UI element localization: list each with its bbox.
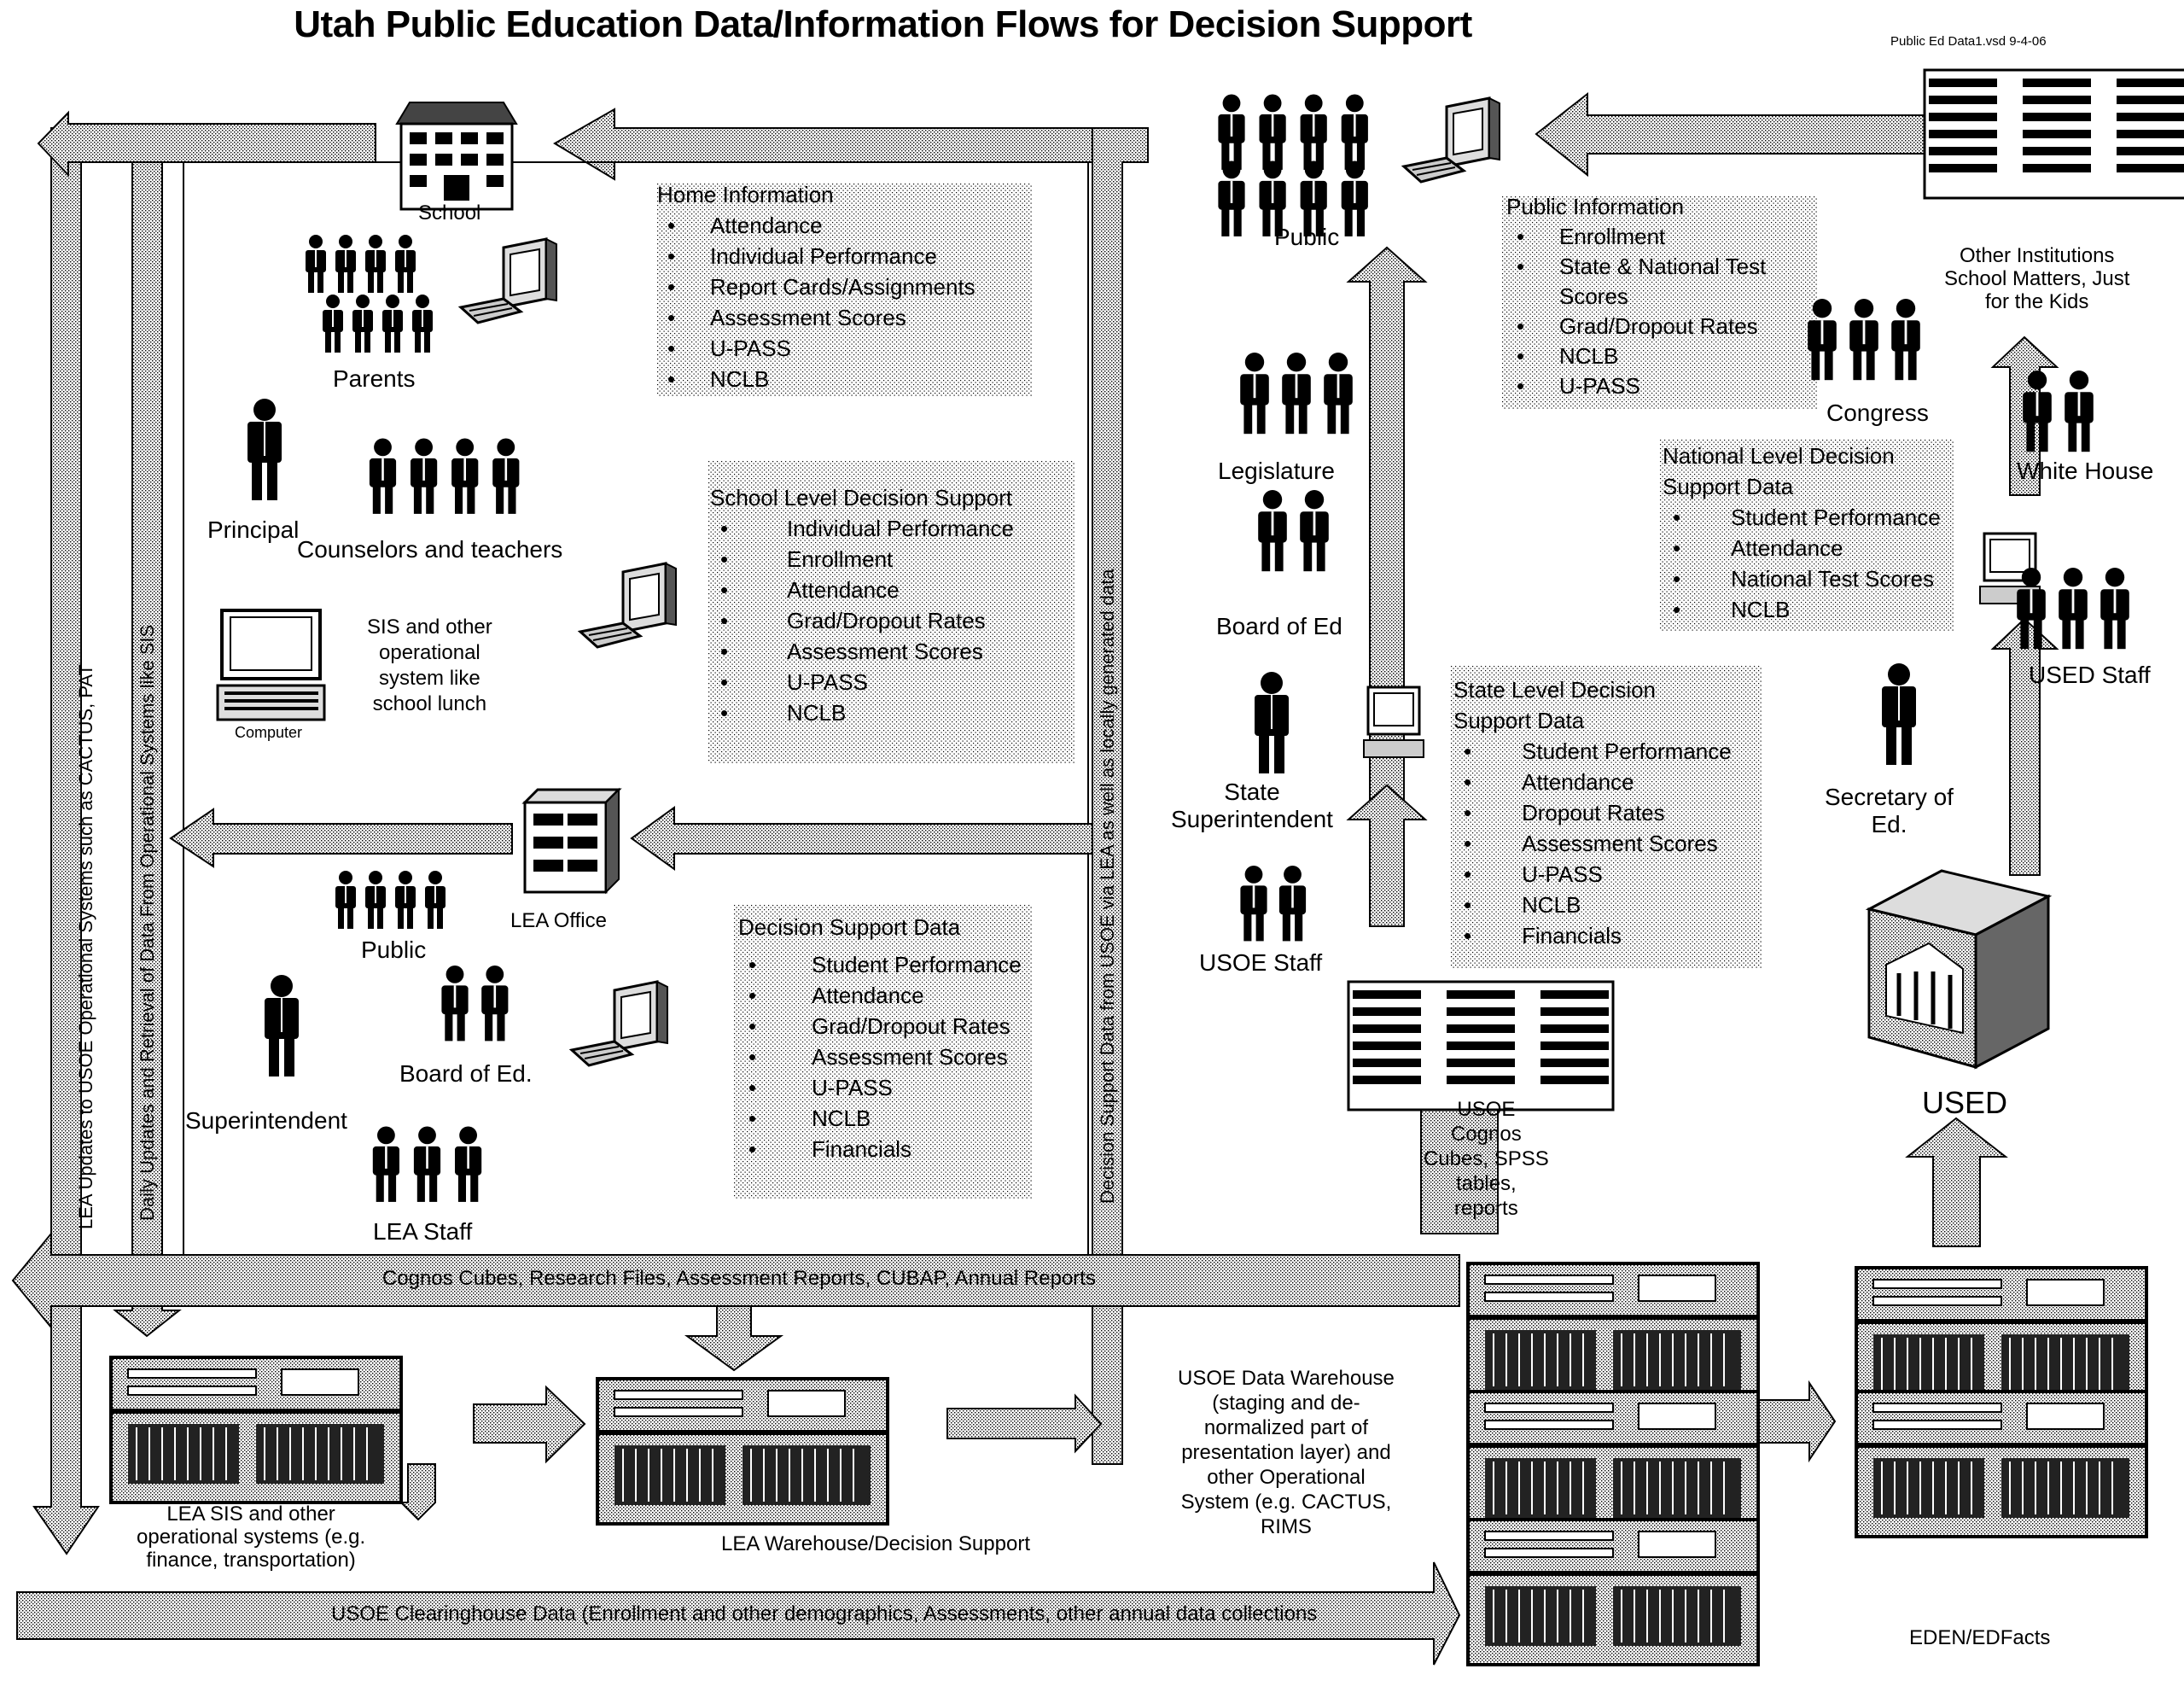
board-of-ed-label: Board of Ed [1216,613,1342,639]
lea-updates-text: LEA Updates to USOE Operational Systems … [75,664,96,1229]
superintendent-icon [264,974,300,1077]
clearinghouse-arrow [16,1561,1461,1666]
used-building-icon [1865,869,2053,1070]
parents-workstation-icon [459,237,558,324]
lea-public-label: Public [361,936,427,963]
lea-updates-arrow [32,127,100,1555]
to-left-top-arrow [37,110,376,178]
parents-label: Parents [333,365,416,392]
lea-board-icons [440,964,510,1042]
legislature-label: Legislature [1218,458,1335,484]
board-of-ed-icons [1256,488,1331,573]
eden-server-icon-2 [1855,1390,2148,1538]
public-label: Public [1274,224,1340,250]
decision-support-box: Decision Support Data Student Performanc… [738,912,1022,1164]
lea-office-label: LEA Office [510,909,607,932]
principal-label: Principal [207,516,300,543]
congress-icons [1806,297,1922,382]
daily-updates-arrow [113,161,182,1338]
white-house-label: White House [2017,458,2154,484]
congress-label: Congress [1826,400,1929,426]
state-up-arrow [1346,784,1428,927]
sis-to-warehouse-arrow [473,1385,586,1464]
eden-to-used-arrow [1905,1117,2008,1247]
cognos-files-text: Cognos Cubes, Research Files, Assessment… [382,1267,1096,1290]
sis-down-arrow [399,1463,436,1521]
decision-support-vertical-arrow [1092,127,1149,1465]
lea-office-left-arrow [169,808,513,868]
warehouse-to-vertical-arrow [946,1393,1103,1454]
superintendent-label: Superintendent [185,1107,347,1134]
decision-support-vertical-text: Decision Support Data from USOE via LEA … [1097,569,1118,1205]
warehouse-to-eden-arrow [1757,1380,1837,1463]
usoe-staff-label: USOE Staff [1199,949,1323,976]
public-info-box: Public Information Enrollment State & Na… [1506,192,1807,401]
daily-updates-text: Daily Updates and Retrieval of Data From… [137,624,158,1221]
counselors-icons [368,437,521,516]
counselors-teachers-label: Counselors and teachers [297,536,563,563]
used-label: USED [1922,1085,2008,1120]
usoe-warehouse-server-icon-3 [1466,1518,1760,1666]
to-school-arrow [553,108,1149,181]
clearinghouse-text: USOE Clearinghouse Data (Enrollment and … [331,1602,1318,1625]
eden-label: EDEN/EDFacts [1909,1626,2051,1649]
used-staff-icons [2015,566,2131,651]
to-lea-warehouse-arrow [684,1305,784,1372]
used-up-arrow [1990,617,2059,876]
public-icons [1217,93,1370,238]
to-lea-office-arrow [630,806,1093,871]
school-label: School [418,201,481,225]
school-icon [395,102,518,211]
usoe-warehouse-server-icon-1 [1466,1262,1760,1410]
school-level-box: School Level Decision Support Individual… [710,482,1014,728]
state-level-box: State Level Decision Support Data Studen… [1453,674,1732,951]
lea-warehouse-label: LEA Warehouse/Decision Support [721,1532,1030,1555]
national-level-box: National Level Decision Support Data Stu… [1663,441,1941,625]
secretary-icon [1881,662,1917,766]
lea-workstation-icon [570,980,669,1067]
cognos-files-arrow [11,1231,1460,1330]
computer-icon [216,609,326,721]
other-institutions-bars-icon [1923,68,2184,200]
usoe-cognos-bars-icon [1347,980,1615,1111]
used-staff-label: USED Staff [2029,662,2151,688]
usoe-warehouse-label: USOE Data Warehouse(staging and de-norma… [1178,1367,1395,1538]
computer-label: Computer [235,724,303,741]
lea-sis-server-icon [109,1356,403,1504]
to-public-arrow [1535,91,1930,178]
lea-board-label: Board of Ed. [399,1060,533,1087]
file-reference: Public Ed Data1.vsd 9-4-06 [1890,34,2047,49]
lea-office-icon [521,787,622,895]
lea-public-icons [335,870,446,930]
lea-staff-icons [371,1125,483,1204]
white-house-icons [2021,369,2095,453]
parents-icons [305,234,434,353]
teachers-workstation-icon [579,562,678,649]
public-workstation-icon [1402,96,1501,184]
lea-staff-label: LEA Staff [373,1218,473,1245]
principal-icon [247,398,282,501]
lea-warehouse-server-icon [596,1377,889,1526]
usoe-staff-icons [1239,864,1307,942]
page-title: Utah Public Education Data/Information F… [294,3,1472,45]
usoe-warehouse-server-icon-2 [1466,1390,1760,1538]
state-computer-icon [1363,686,1424,758]
legislature-icons [1238,351,1354,435]
home-info-box: Home Information AttendanceIndividual Pe… [657,179,976,394]
state-superintendent-icon [1254,671,1290,774]
